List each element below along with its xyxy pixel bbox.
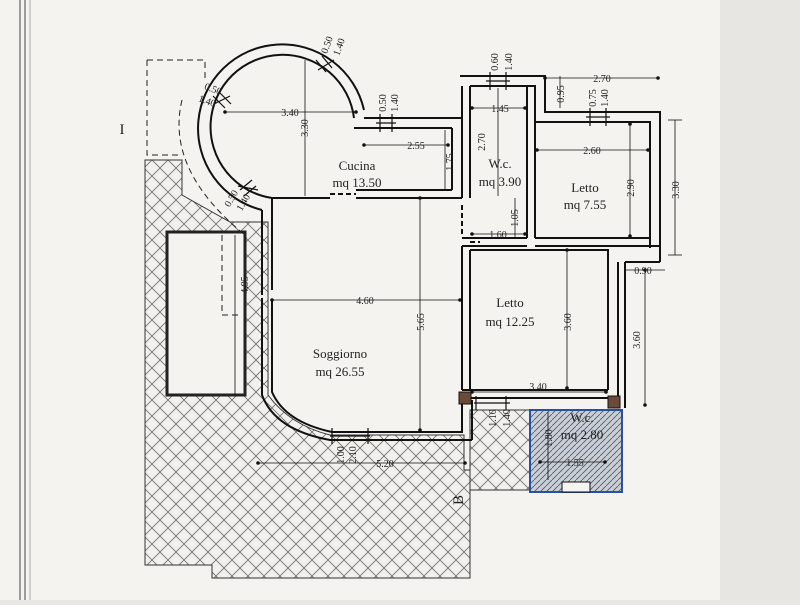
room-label-cucina: Cucina — [339, 158, 376, 173]
dashed-arc-left — [178, 99, 246, 236]
dim-label: 3.40 — [281, 108, 299, 119]
dim-label: 2.90 — [626, 179, 637, 197]
dim-label: 0.60 — [490, 53, 501, 71]
section-mark-b: B — [451, 495, 467, 505]
dim-label: 2.55 — [407, 141, 425, 152]
post-1 — [458, 391, 472, 405]
dim-label: 2.10 — [348, 446, 359, 464]
dim-label: 3.30 — [300, 119, 311, 137]
dim-label: 1.05 — [510, 209, 521, 227]
dim-label: 1.75 — [445, 153, 456, 171]
room-area-wc2: mq 2.80 — [561, 427, 604, 442]
room-area-letto1: mq 7.55 — [564, 197, 607, 212]
dim-label: 2.70 — [593, 74, 611, 85]
round-wall-outer — [197, 43, 365, 211]
dim-label: 2.70 — [477, 133, 488, 151]
dashed-canopy — [146, 59, 206, 156]
dim-label: 1.40 — [502, 409, 513, 427]
dim-label: 3.60 — [632, 331, 643, 349]
room-area-letto2: mq 12.25 — [485, 314, 534, 329]
dim-label: 5.20 — [376, 459, 394, 470]
dim-label: 1.55 — [566, 458, 584, 469]
dim-label: 1.45 — [491, 104, 509, 115]
dim-label: 2.60 — [583, 146, 601, 157]
dim-label: 3.30 — [671, 181, 682, 199]
room-label-letto1: Letto — [571, 180, 598, 195]
wc2-step — [561, 481, 591, 493]
dim-label: 1.00 — [336, 446, 347, 464]
dim-label: 1.40 — [504, 53, 515, 71]
dim-label: 1.40 — [600, 89, 611, 107]
paving-terrace-small — [469, 409, 531, 491]
dim-label: 1.80 — [544, 429, 555, 447]
dim-label: 5.65 — [416, 313, 427, 331]
wc2-room — [529, 409, 623, 493]
dimension-lines — [225, 60, 682, 480]
pergola-frame — [165, 230, 247, 397]
room-area-soggiorno: mq 26.55 — [315, 364, 364, 379]
dim-label: 0.95 — [556, 85, 567, 103]
dimension-labels: 2.70 3.40 3.30 2.55 1.75 1.45 2.70 2.60 … — [197, 35, 682, 470]
room-label-wc1: W.c. — [488, 156, 511, 171]
room-area-wc1: mq 3.90 — [479, 174, 522, 189]
page-shadow-right — [720, 0, 800, 600]
dim-label: 0.50 — [378, 94, 389, 112]
room-area-cucina: mq 13.50 — [332, 175, 381, 190]
dim-label: 1.40 — [390, 94, 401, 112]
dim-label: 0.90 — [634, 266, 652, 277]
post-2 — [607, 395, 621, 409]
room-label-soggiorno: Soggiorno — [313, 346, 367, 361]
dim-label: 1.60 — [489, 230, 507, 241]
door-openings — [261, 193, 480, 300]
dim-label: 3.40 — [529, 382, 547, 393]
dim-label: 0.75 — [588, 89, 599, 107]
dim-label: 4.95 — [240, 276, 251, 294]
dim-label: 3.60 — [563, 313, 574, 331]
section-mark-i: I — [120, 122, 125, 138]
room-label-wc2: W.c. — [570, 410, 593, 425]
pergola-inner — [166, 231, 246, 396]
round-wall-inner — [209, 53, 355, 199]
dimension-dots — [223, 76, 660, 465]
room-label-letto2: Letto — [496, 295, 523, 310]
dim-label: 4.60 — [356, 296, 374, 307]
dashed-pergola-line — [221, 235, 240, 316]
dim-label: 1.10 — [488, 409, 499, 427]
